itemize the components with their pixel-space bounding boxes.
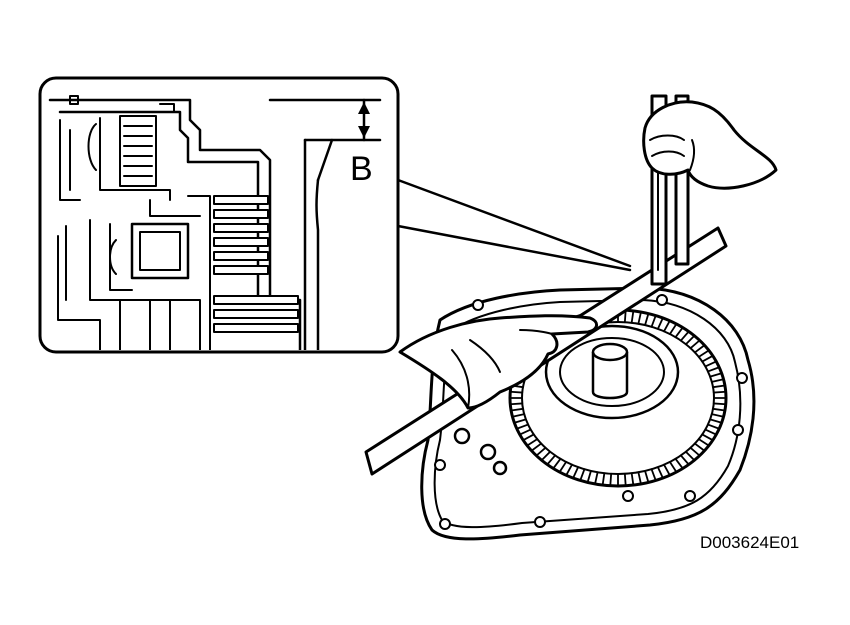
gear-tooth xyxy=(712,397,727,406)
dimension-arrow-b xyxy=(358,98,370,142)
gear-tooth xyxy=(552,457,567,473)
gear-tooth xyxy=(669,323,684,339)
gear-tooth xyxy=(644,312,657,328)
right-hand xyxy=(642,100,778,190)
gear-tooth xyxy=(522,433,539,447)
gear-tooth xyxy=(712,384,727,394)
gear-tooth xyxy=(540,450,557,466)
gear-tooth xyxy=(509,390,524,399)
gear-tooth xyxy=(674,454,690,470)
gear-tooth xyxy=(509,402,524,412)
shaft xyxy=(591,342,629,400)
clutch-plates xyxy=(213,195,299,333)
gear-tooth xyxy=(630,309,642,325)
ring-gear xyxy=(508,308,728,488)
gear-tooth xyxy=(511,413,527,424)
gear-tooth xyxy=(693,438,710,452)
gear-tooth xyxy=(709,372,725,383)
figure-code: D003624E01 xyxy=(700,533,799,552)
inset-cutaway-detail: B xyxy=(38,76,400,354)
gear-tooth xyxy=(637,470,650,485)
gear-tooth xyxy=(515,423,532,436)
gear-tooth xyxy=(684,446,701,462)
left-hand xyxy=(398,314,598,410)
gear-tooth xyxy=(623,472,635,487)
gear-tooth xyxy=(707,418,723,430)
gear-tooth xyxy=(663,461,678,477)
gear-tooth xyxy=(609,472,619,487)
bolt-holes xyxy=(434,294,748,530)
callout-leader-lines xyxy=(396,178,632,272)
gear-tooth xyxy=(530,442,547,457)
gear-tooth xyxy=(656,317,671,333)
gear-tooth xyxy=(704,360,721,373)
gear-tooth xyxy=(594,471,606,487)
gear-tooth xyxy=(565,463,580,479)
gear-tooth xyxy=(689,339,706,354)
gear-tooth xyxy=(650,466,664,482)
callout-label-b: B xyxy=(350,150,373,188)
gear-tooth xyxy=(710,407,726,418)
gear-tooth xyxy=(579,468,592,484)
gear-tooth xyxy=(697,349,714,363)
gear-tooth xyxy=(701,428,718,442)
gear-tooth xyxy=(679,330,696,346)
